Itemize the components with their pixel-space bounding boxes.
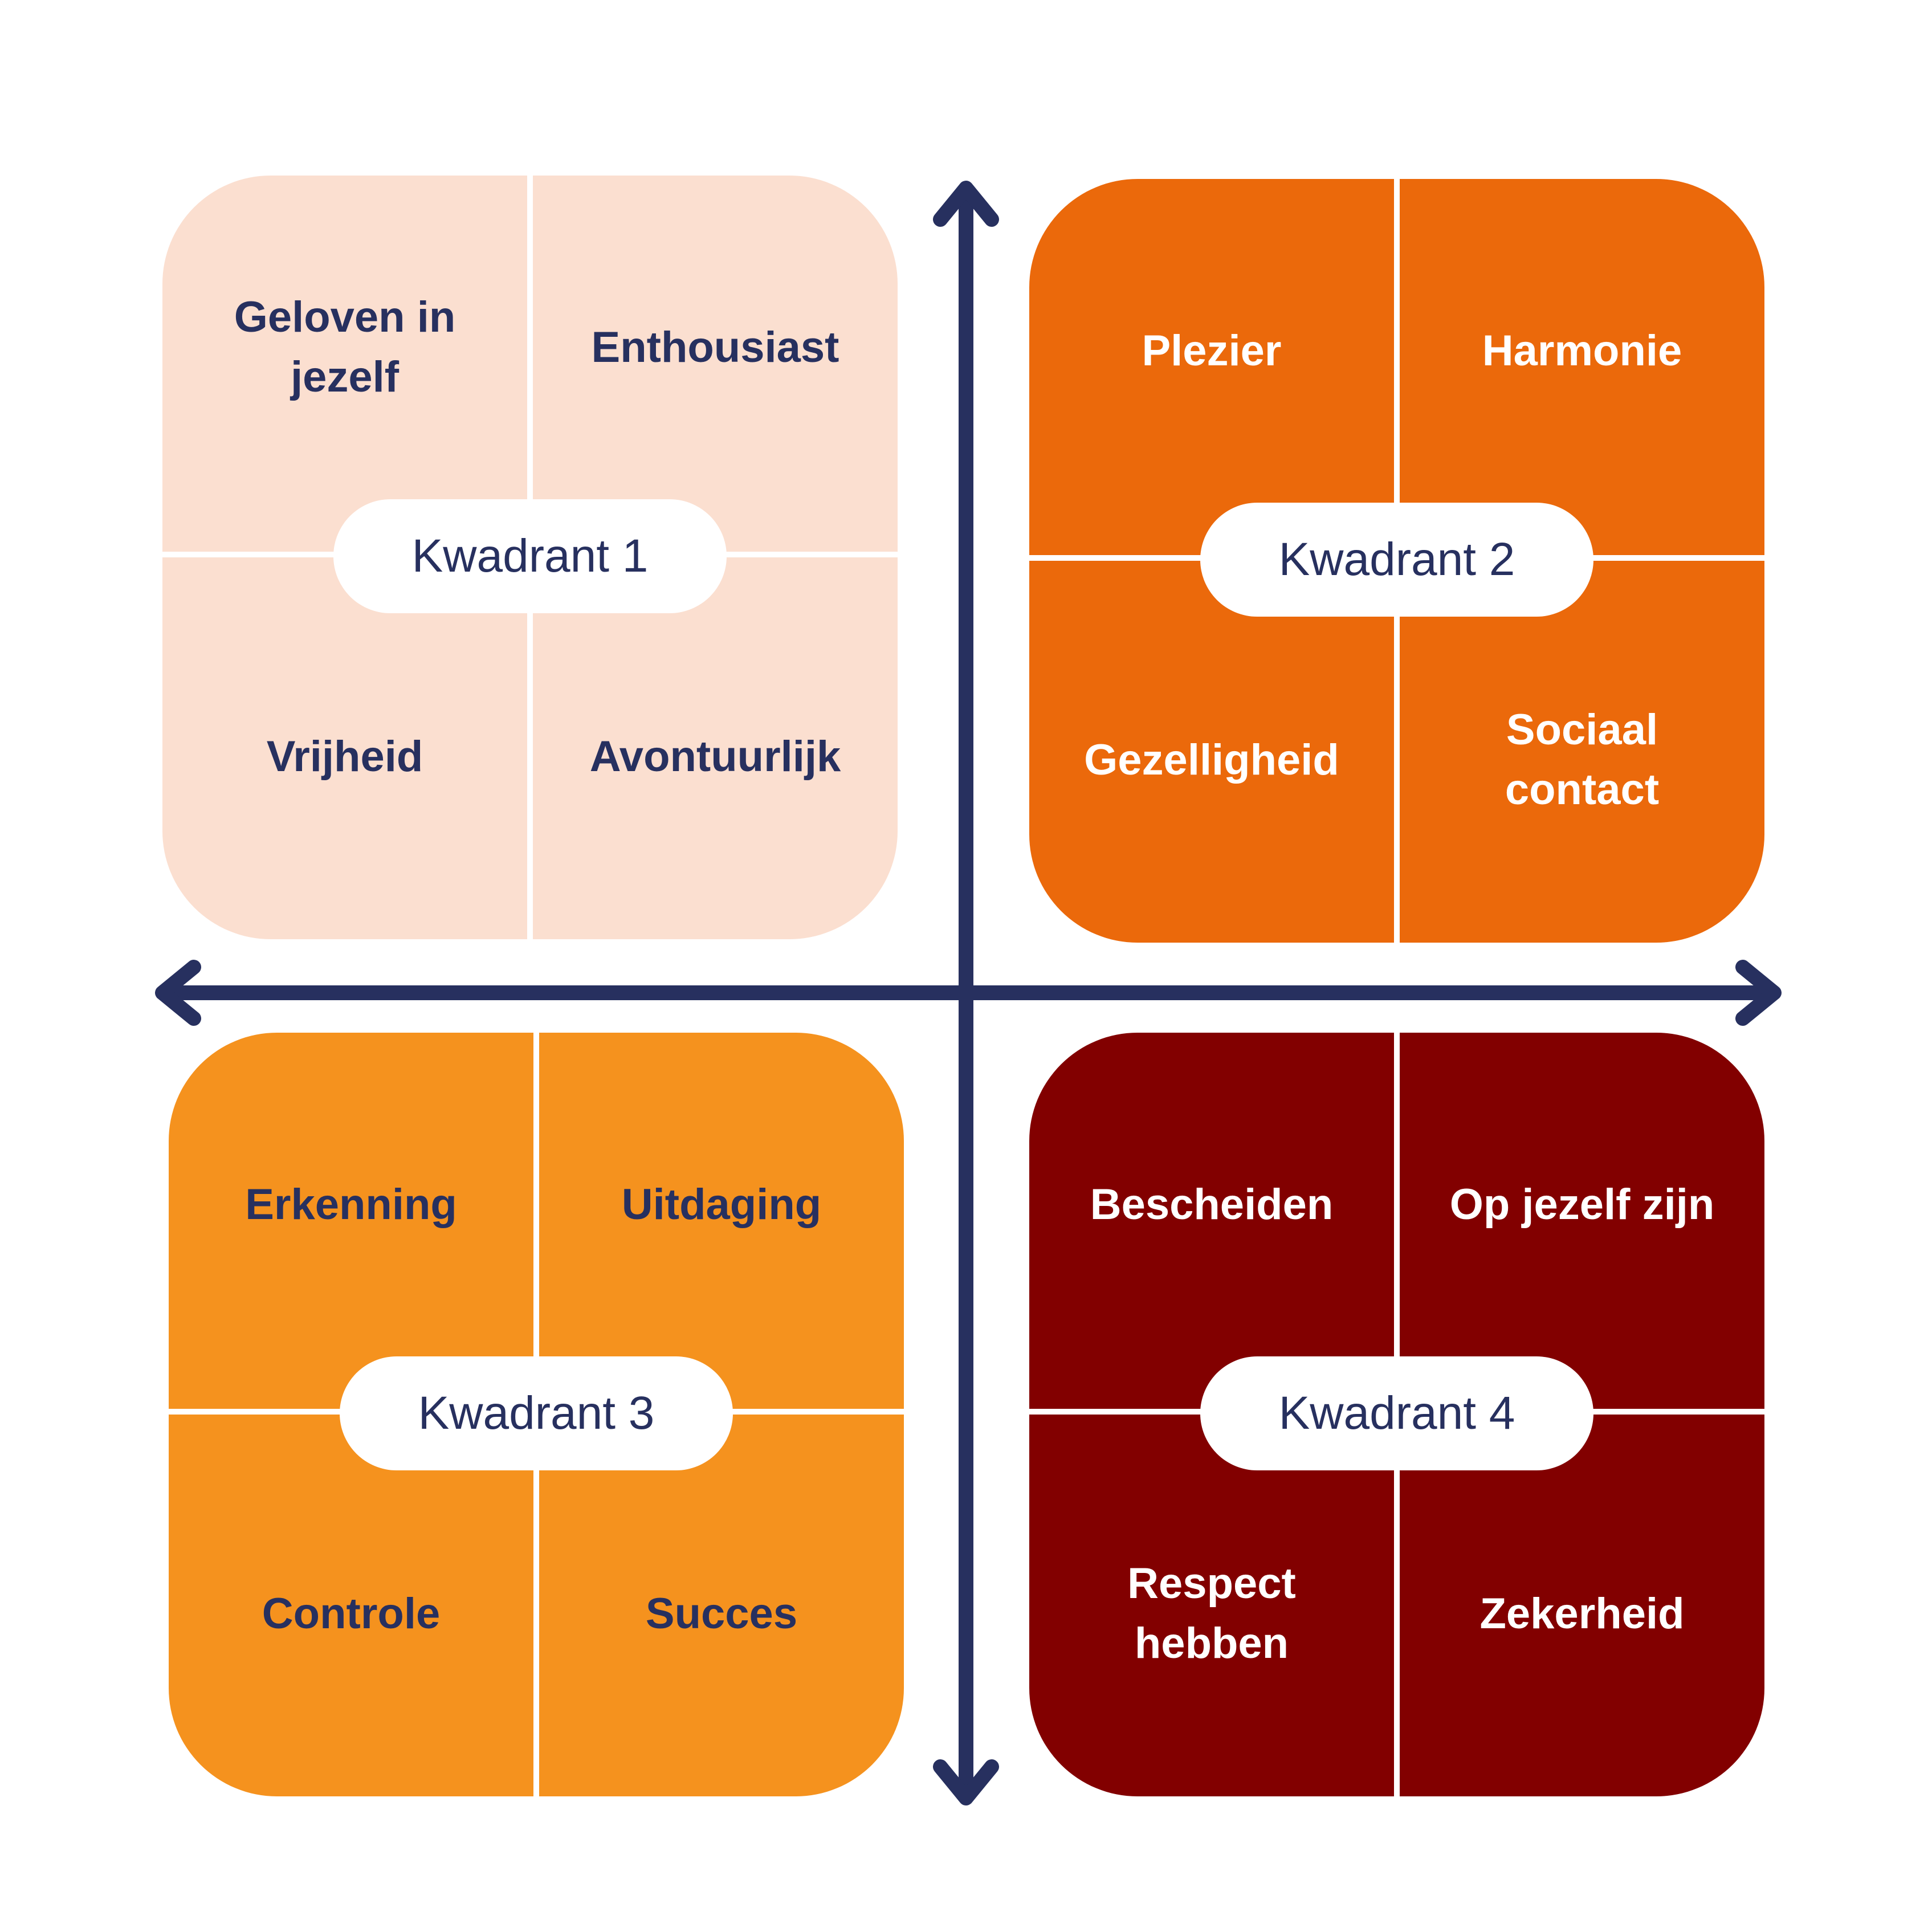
quadrant-label-pill: Kwadrant 3 bbox=[340, 1356, 733, 1470]
quadrant-label-pill: Kwadrant 1 bbox=[333, 499, 727, 613]
arrow-right-icon bbox=[1735, 960, 1782, 1026]
quadrant-cell: Plezier bbox=[1029, 179, 1394, 555]
quadrant-cell: Zekerheid bbox=[1400, 1415, 1764, 1791]
quadrant-cell: Gezelligheid bbox=[1029, 561, 1394, 937]
cell-label: Vrijheid bbox=[266, 732, 423, 781]
cell-label: Op jezelf zijn bbox=[1449, 1180, 1715, 1229]
cell-label: Succes bbox=[645, 1589, 798, 1638]
quadrant-cell: Vrijheid bbox=[162, 557, 527, 934]
cell-label: Zekerheid bbox=[1479, 1589, 1685, 1638]
quadrant-cell: Harmonie bbox=[1400, 179, 1764, 555]
cell-label: Enthousiast bbox=[591, 323, 839, 372]
arrow-left-icon bbox=[155, 960, 201, 1026]
quadrant-2: Plezier Harmonie Gezelligheid Sociaal co… bbox=[1029, 179, 1764, 943]
quadrant-4: Bescheiden Op jezelf zijn Respect hebben… bbox=[1029, 1033, 1764, 1796]
cell-label: Respect hebben bbox=[1127, 1559, 1296, 1668]
quadrant-label-pill: Kwadrant 4 bbox=[1200, 1356, 1593, 1470]
quadrant-3: Erkenning Uitdaging Controle Succes Kwad… bbox=[169, 1033, 904, 1796]
arrow-up-icon bbox=[933, 181, 999, 227]
quadrant-cell: Controle bbox=[169, 1415, 533, 1791]
quadrant-cell: Sociaal contact bbox=[1400, 561, 1764, 937]
cell-label: Erkenning bbox=[245, 1180, 457, 1229]
quadrant-cell: Respect hebben bbox=[1029, 1415, 1394, 1791]
cell-label: Bescheiden bbox=[1090, 1180, 1334, 1229]
cell-label: Plezier bbox=[1142, 326, 1282, 375]
quadrant-cell: Uitdaging bbox=[539, 1033, 904, 1409]
quadrant-1: Geloven in jezelf Enthousiast Vrijheid A… bbox=[162, 176, 898, 939]
cell-label: Gezelligheid bbox=[1084, 735, 1339, 784]
quadrant-cell: Enthousiast bbox=[533, 176, 898, 552]
cell-label: Avontuurlijk bbox=[589, 732, 841, 781]
quadrant-cell: Succes bbox=[539, 1415, 904, 1791]
arrow-down-icon bbox=[933, 1759, 999, 1805]
cell-label: Geloven in jezelf bbox=[234, 293, 456, 401]
cell-label: Controle bbox=[262, 1589, 441, 1638]
quadrant-cell: Avontuurlijk bbox=[533, 557, 898, 934]
quadrant-cell: Erkenning bbox=[169, 1033, 533, 1409]
quadrant-cell: Bescheiden bbox=[1029, 1033, 1394, 1409]
quadrant-cell: Op jezelf zijn bbox=[1400, 1033, 1764, 1409]
cell-label: Uitdaging bbox=[621, 1180, 822, 1229]
quadrant-cell: Geloven in jezelf bbox=[162, 176, 527, 552]
cell-label: Harmonie bbox=[1482, 326, 1682, 375]
quadrant-label-pill: Kwadrant 2 bbox=[1200, 503, 1593, 617]
cell-label: Sociaal contact bbox=[1505, 706, 1660, 814]
